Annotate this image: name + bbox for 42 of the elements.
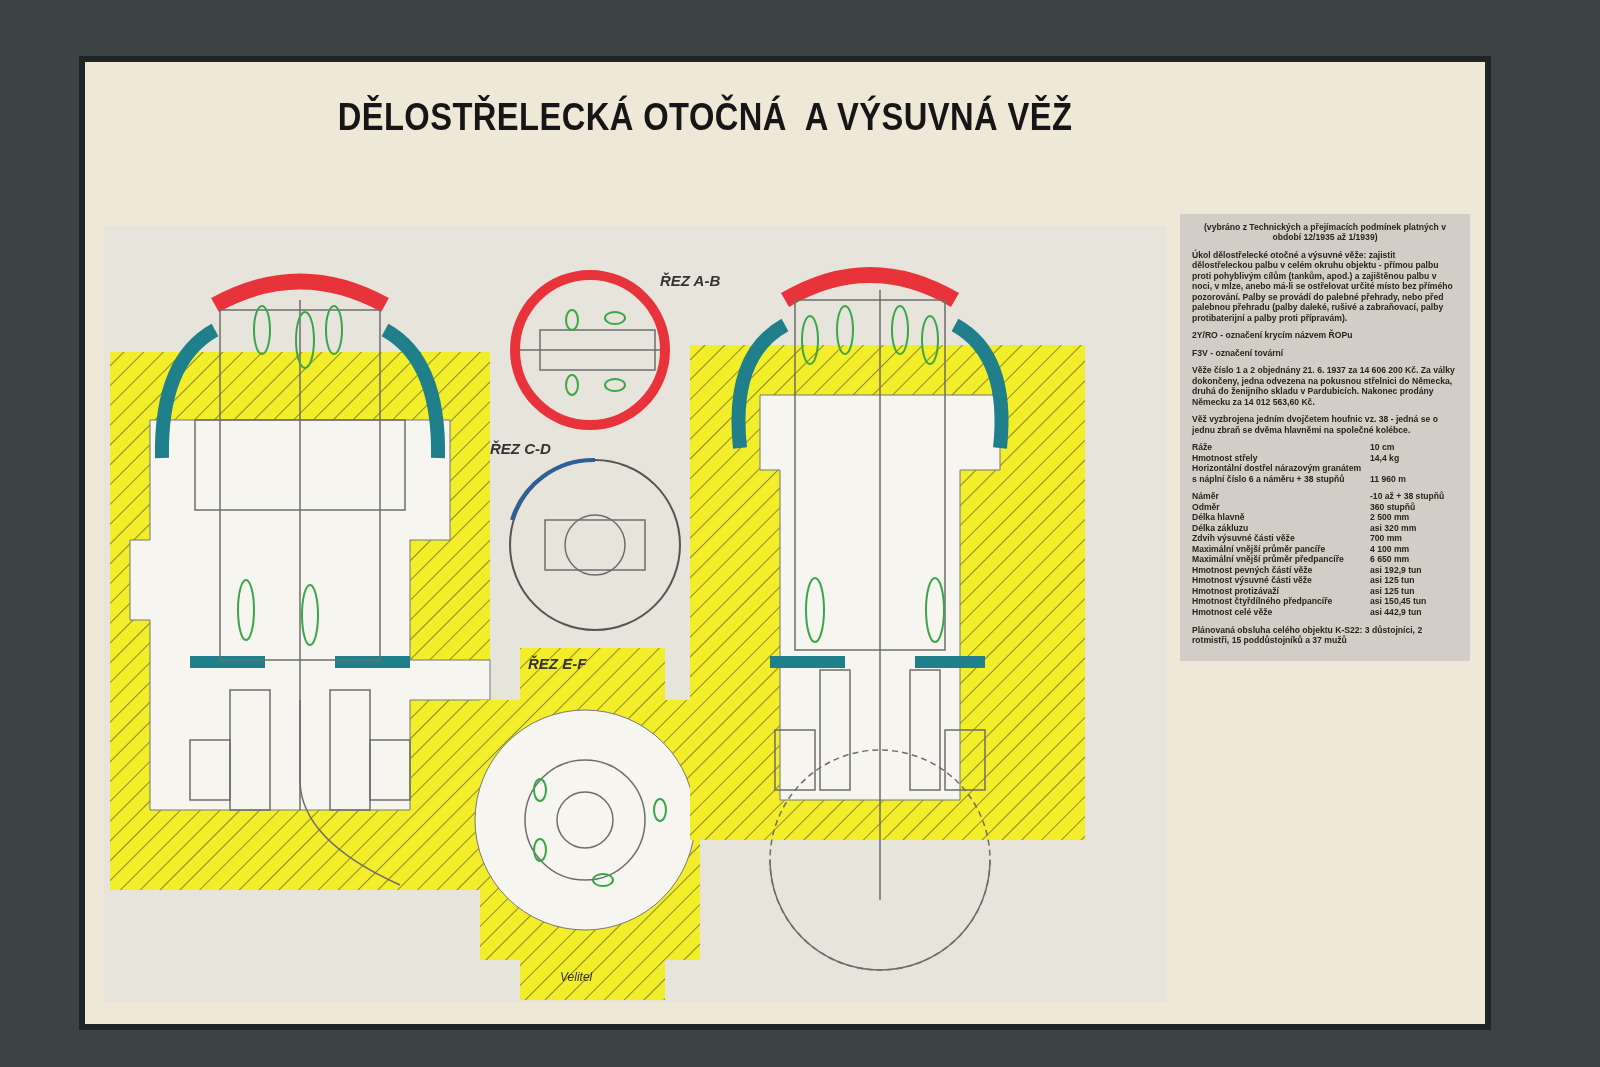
info-text: F3V - označení tovární <box>1192 347 1285 359</box>
spec-name: Ráže <box>1192 442 1214 453</box>
spec-value: asi 125 tun <box>1370 585 1416 596</box>
spec-name: Zdvih výsuvné části věže <box>1192 533 1296 544</box>
info-text: 2Y/RO - označení krycím názvem ŘOPu <box>1192 330 1354 341</box>
spec-value: 700 mm <box>1370 533 1403 544</box>
spec-name: Délka zákluzu <box>1192 522 1250 534</box>
spec-name: Odměr <box>1192 501 1221 513</box>
spec-value: -10 až + 38 stupňů <box>1370 491 1446 502</box>
spec-value: 10 cm <box>1370 442 1396 453</box>
spec-value: 2 500 mm <box>1370 512 1411 523</box>
spec-value: 360 stupňů <box>1370 501 1417 513</box>
spec-name: Hmotnost celé věže <box>1192 606 1274 617</box>
info-text: Věže číslo 1 a 2 objednány 21. 6. 1937 za 14 606 200 Kč. Za války dokončeny, jedna odvezena na pokusnou střelnici do Německa, druhá do ženijního skladu v Pardubicích. Nakonec prodány Německu za 14 012 563,60 Kč. <box>1192 365 1456 408</box>
spec-name: Hmotnost pevných částí věže <box>1192 564 1314 576</box>
spec-value: asi 150,45 tun <box>1370 596 1428 607</box>
section-label: ŘEZ E-F <box>528 655 587 672</box>
spec-name: Náměr <box>1192 491 1220 502</box>
section-label: ŘEZ A-B <box>660 272 721 289</box>
spec-value: asi 442,9 tun <box>1370 606 1423 617</box>
info-text: Věž vyzbrojena jedním dvojčetem houfnic vz. 38 - jedná se o jednu zbraň se dvěma hlavněmi na společné kolébce. <box>1192 414 1439 436</box>
spec-value: 14,4 kg <box>1370 452 1401 464</box>
info-text: Úkol dělostřelecké otočné a výsuvné věže: zajistit dělostřeleckou palbu v celém okruhu objektu - přímou palbu proti pohyblivým cílům (tankům, apod.) a zajištěnou palbu v noci, v mlze, anebo má-li se ostřelovat určité místo bez přímého pozorování. Palby se provádí do palebné přehrady, nebo před palebnou přehradu (palby daleké, rušivé a zabraňovací, palby protibaterijní a palby proti přípravám). <box>1192 249 1454 324</box>
drawing-note: Velitel <box>560 970 593 984</box>
spec-name: Hmotnost protizávaží <box>1192 585 1280 596</box>
spec-value: asi 192,9 tun <box>1370 564 1423 576</box>
spec-value: asi 320 mm <box>1370 522 1418 534</box>
info-text: (vybráno z Technických a přejímacích podmínek platných v období 12/1935 až 1/1939) <box>1203 222 1447 243</box>
spec-name: Hmotnost čtyřdílného předpancíře <box>1192 596 1334 607</box>
info-text: Plánovaná obsluha celého objektu K-S22: 3 důstojníci, 2 rotmistři, 15 poddůstojníků a 37 mužů <box>1192 625 1424 646</box>
spec-value: asi 125 tun <box>1370 575 1416 586</box>
spec-value: 11 960 m <box>1370 473 1407 485</box>
spec-name: Hmotnost výsuvné části věže <box>1192 575 1313 586</box>
spec-name: Délka hlavně <box>1192 512 1246 523</box>
spec-name: Maximální vnější průměr předpancíře <box>1192 554 1345 565</box>
spec-name: Maximální vnější průměr pancíře <box>1192 543 1327 555</box>
spec-name: Hmotnost střely <box>1192 452 1259 464</box>
spec-value: 4 100 mm <box>1370 543 1411 555</box>
spec-value: 6 650 mm <box>1370 554 1411 565</box>
board-title: DĚLOSTŘELECKÁ OTOČNÁ A VÝSUVNÁ VĚŽ <box>336 96 1074 139</box>
section-label: ŘEZ C-D <box>490 440 551 457</box>
spec-name: Horizontální dostřel nárazovým granátem s náplní číslo 6 a náměru + 38 stupňů <box>1192 463 1363 485</box>
